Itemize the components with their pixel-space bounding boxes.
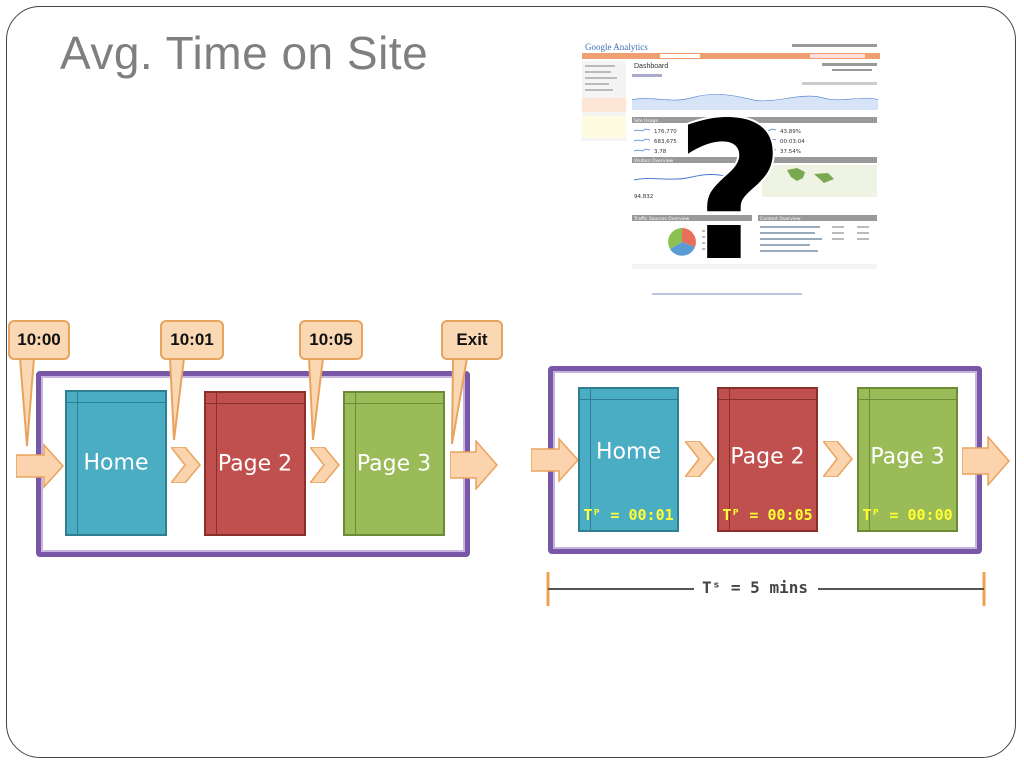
arrow-icon [310,447,340,483]
stat-pages-per-visit: 3.78 [654,149,667,155]
stat-pageviews: 683,675 [654,139,677,145]
arrow-icon [171,447,201,483]
callout-exit: Exit [441,320,503,448]
timestamp-label: 10:01 [160,320,224,360]
callout-timestamp-1: 10:00 [8,320,72,450]
exit-label: Exit [441,320,503,360]
arrow-icon [962,436,1010,486]
callout-timestamp-3: 10:05 [299,320,365,444]
session-time-label: Tˢ = 5 mins [700,578,810,597]
page-label: Page 3 [356,451,432,476]
timestamp-label: 10:05 [299,320,363,360]
session-timeline [546,572,986,606]
arrow-icon [685,441,715,477]
page-time-label: Tᴾ = 00:05 [722,506,813,524]
right-page-home: Home Tᴾ = 00:01 [578,387,679,532]
stat-bounce-rate: 43.89% [780,129,801,135]
left-page-3: Page 3 [343,391,445,536]
analytics-screenshot-drawing: Google Analytics Dashboard Site Usage 17… [582,42,880,305]
page-time-label: Tᴾ = 00:01 [583,506,674,524]
analytics-screenshot: Google Analytics Dashboard Site Usage 17… [582,40,880,305]
page-label: Page 2 [217,451,293,476]
slide-title: Avg. Time on Site [60,27,429,79]
timestamp-label: 10:00 [8,320,70,360]
stat-avg-time: 00:03:04 [780,139,805,145]
stat-absolute-visitors: 94,832 [634,194,653,200]
left-page-home: Home [65,390,167,536]
page-time-label: Tᴾ = 00:00 [862,506,953,524]
callout-timestamp-2: 10:01 [160,320,226,444]
arrow-icon [531,437,579,483]
left-page-2: Page 2 [204,391,306,536]
stat-new-visits: 37.54% [780,149,801,155]
page-label: Page 3 [870,444,945,470]
page-label: Home [83,450,149,476]
question-mark-icon: ? [675,82,785,302]
section-traffic: Traffic Sources Overview [633,216,690,222]
analytics-heading: Dashboard [634,63,668,70]
section-visitors: Visitors Overview [634,158,673,164]
right-page-2: Page 2 Tᴾ = 00:05 [717,387,818,532]
page-label: Page 2 [730,444,805,470]
arrow-icon [16,443,64,489]
section-content: Content Overview [760,216,801,222]
arrow-icon [823,441,853,477]
stat-visits: 176,770 [654,129,677,135]
page-label: Home [596,439,661,465]
analytics-logo: Google Analytics [585,42,648,52]
arrow-icon [450,440,498,490]
section-site-usage: Site Usage [634,118,658,124]
right-page-3: Page 3 Tᴾ = 00:00 [857,387,958,532]
